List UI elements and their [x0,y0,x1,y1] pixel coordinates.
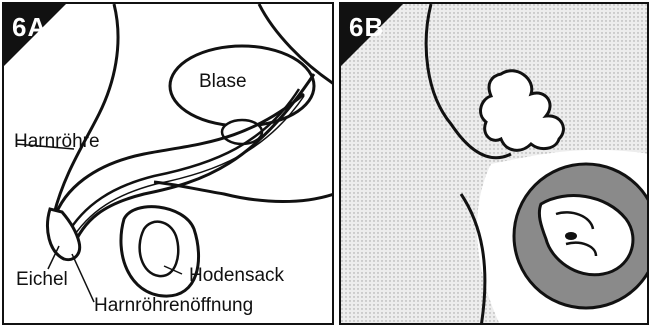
hand-illustration [341,4,649,325]
panel-id-6a: 6A [12,12,47,43]
testis-shape [140,222,179,276]
glans-shape [48,209,80,260]
label-urethral-opening: Harnröhrenöffnung [94,296,253,315]
label-bladder: Blase [199,72,247,91]
panel-6b: 6B [339,2,649,325]
panel-id-6b: 6B [349,12,384,43]
label-urethra: Harnröhre [14,132,100,151]
label-scrotum: Hodensack [189,266,284,285]
label-glans: Eichel [16,270,68,289]
panel-6a: 6A Blase Harnröhre Eichel Hodensack Harn… [2,2,334,325]
